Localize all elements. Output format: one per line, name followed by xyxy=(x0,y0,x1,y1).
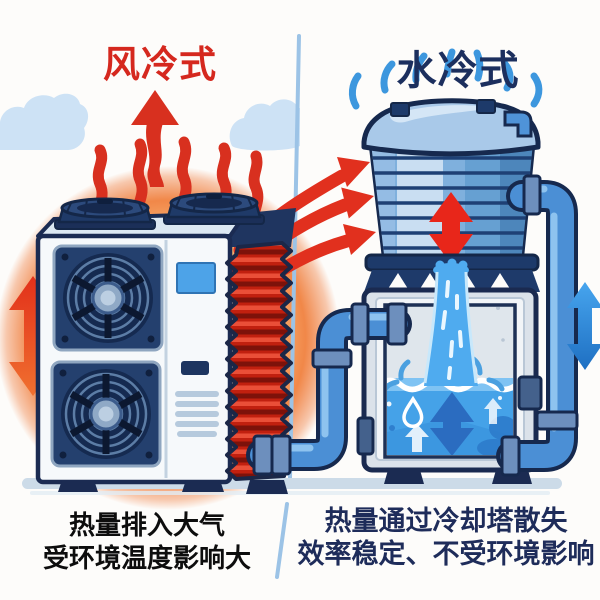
pipe-flange xyxy=(252,174,579,477)
unit-label-panel xyxy=(176,262,216,294)
vent-slats xyxy=(175,391,219,437)
left-caption-line2: 受环境温度影响大 xyxy=(42,543,251,573)
blue-updown-arrow-icon xyxy=(567,282,600,370)
unit-feet xyxy=(58,480,288,494)
heat-fins-icon xyxy=(225,241,293,481)
basin-fitting xyxy=(356,416,375,456)
fan-icon xyxy=(54,246,162,350)
white-up-arrow-icon xyxy=(484,398,502,424)
air-cooled-unit xyxy=(35,192,296,494)
right-caption-line1: 热量通过冷却塔散失 xyxy=(324,506,568,536)
left-caption-line1: 热量排入大气 xyxy=(68,510,225,540)
splash-icon xyxy=(348,48,543,110)
droplet-icon xyxy=(402,395,424,429)
lid-pipe-fitting xyxy=(503,110,533,138)
fan-cowl-icon xyxy=(162,192,266,226)
left-panel-caption: 热量排入大气 受环境温度影响大 xyxy=(0,509,294,575)
basin-fitting xyxy=(517,375,543,411)
right-panel-title: 水冷式 xyxy=(396,49,520,93)
tower-updown-arrow-icon xyxy=(429,192,473,264)
right-panel-caption: 热量通过冷却塔散失 效率稳定、不受环境影响 xyxy=(292,505,600,571)
fan-icon xyxy=(52,362,160,466)
left-panel-title: 风冷式 xyxy=(103,44,217,85)
unit-badge xyxy=(181,361,209,375)
cloud-icon xyxy=(0,93,89,150)
waterfall-icon xyxy=(423,258,478,386)
blue-updown-arrow-icon xyxy=(430,392,474,455)
cooling-tower-icon xyxy=(348,48,543,292)
cloud-icon xyxy=(229,99,300,151)
pipe-icon xyxy=(246,174,579,477)
right-caption-line2: 效率稳定、不受环境影响 xyxy=(297,539,595,569)
up-arrow-icon xyxy=(131,90,179,187)
white-up-arrow-icon xyxy=(405,424,429,452)
fan-cowl-icon xyxy=(53,197,157,231)
